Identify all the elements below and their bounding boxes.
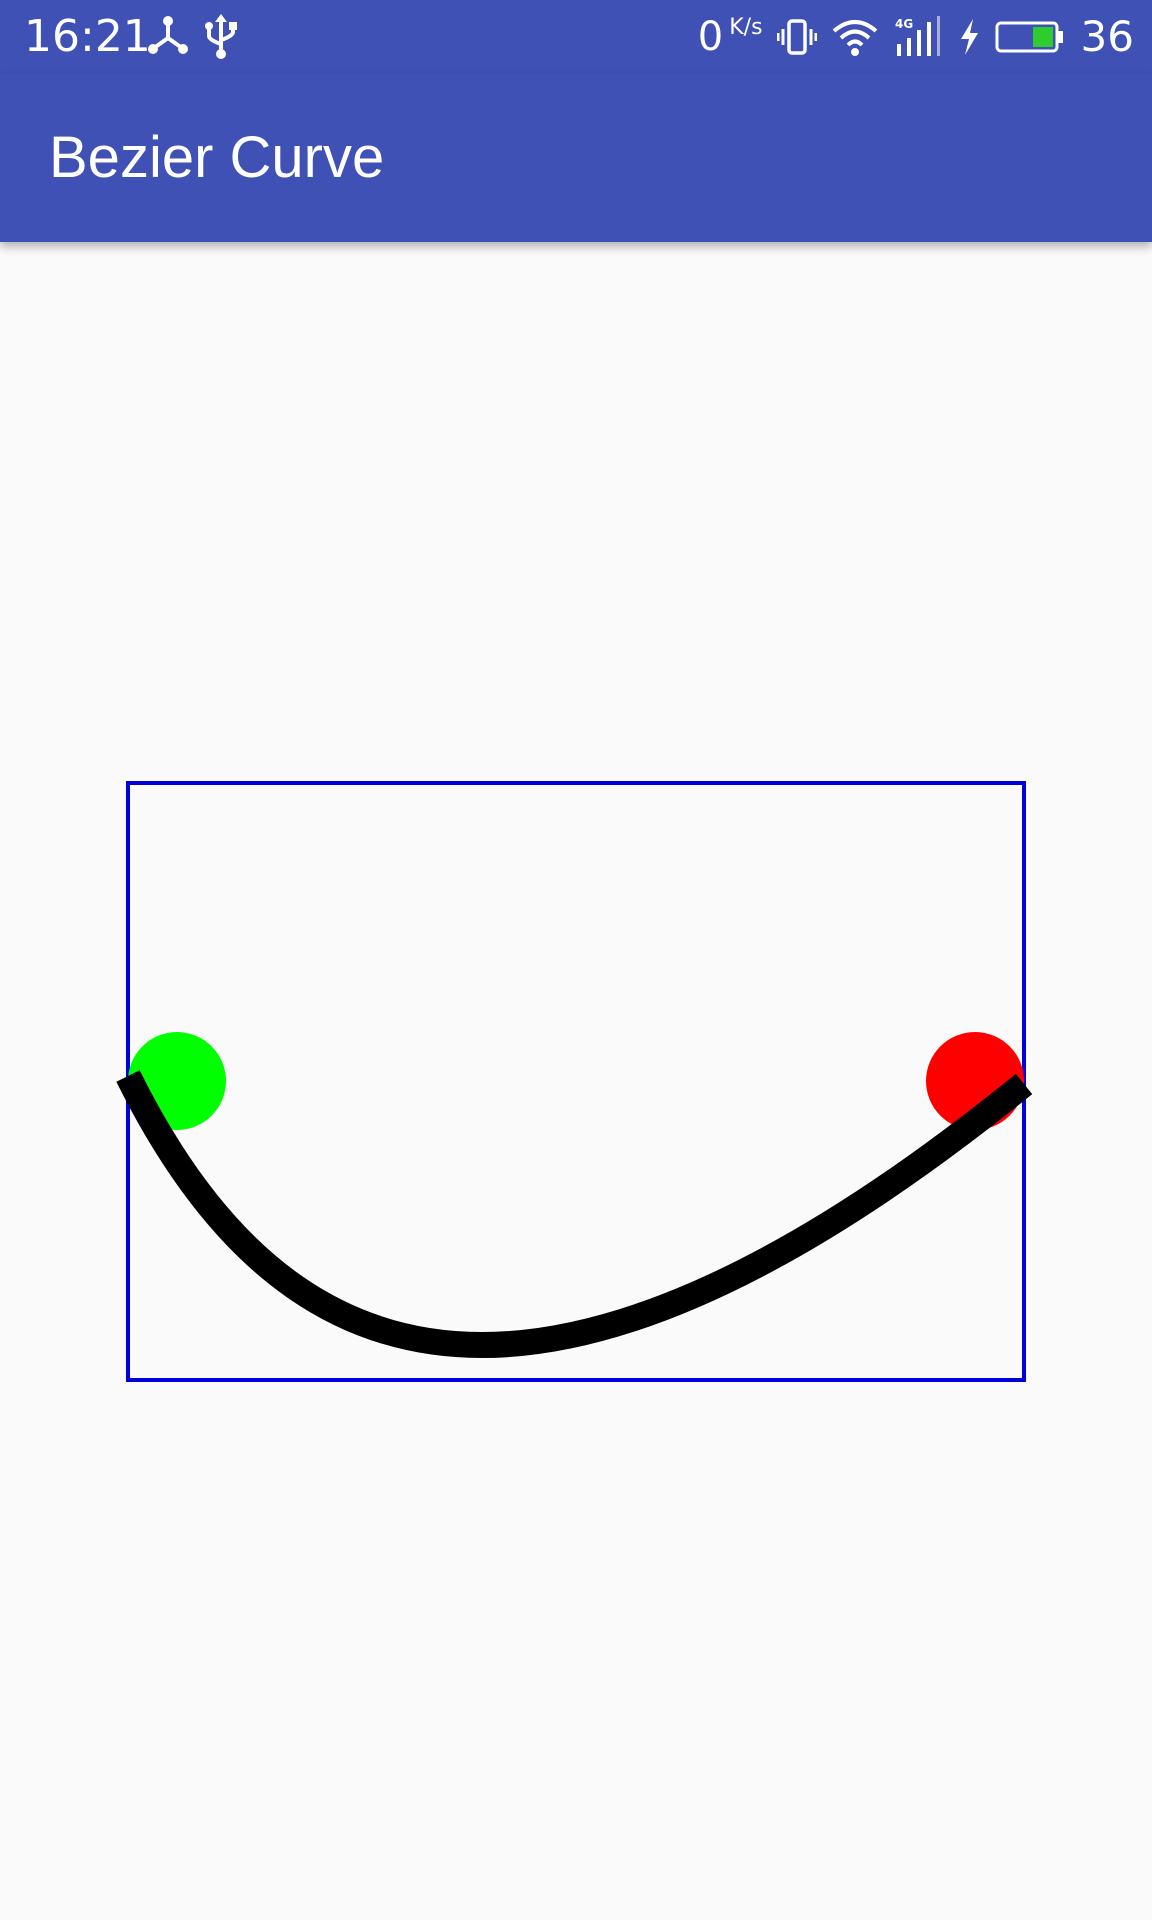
bezier-canvas[interactable] — [0, 242, 1152, 1920]
network-share-icon — [146, 14, 190, 60]
status-right-icons: 0 K/s — [698, 10, 1134, 64]
vibrate-icon — [776, 17, 817, 57]
bounding-box — [126, 781, 1026, 1382]
battery-level: 36 — [1080, 12, 1134, 61]
usb-icon — [204, 14, 238, 60]
cellular-4g-icon: 4G — [893, 16, 943, 58]
network-speed-value: 0 — [697, 14, 724, 60]
charging-bolt-icon — [957, 17, 981, 57]
status-time: 16:21 — [24, 11, 151, 62]
network-speed-unit: K/s — [729, 15, 763, 40]
app-bar: Bezier Curve — [0, 74, 1152, 242]
wifi-icon — [831, 17, 879, 57]
bezier-drawing[interactable] — [0, 242, 1152, 1920]
bezier-curve — [116, 1070, 1033, 1359]
network-speed: 0 K/s — [698, 15, 763, 59]
status-left-icons — [146, 14, 238, 60]
app-title: Bezier Curve — [49, 125, 385, 190]
battery-icon — [995, 17, 1065, 57]
status-bar: 16:21 — [0, 0, 1152, 74]
svg-text:4G: 4G — [895, 17, 913, 31]
